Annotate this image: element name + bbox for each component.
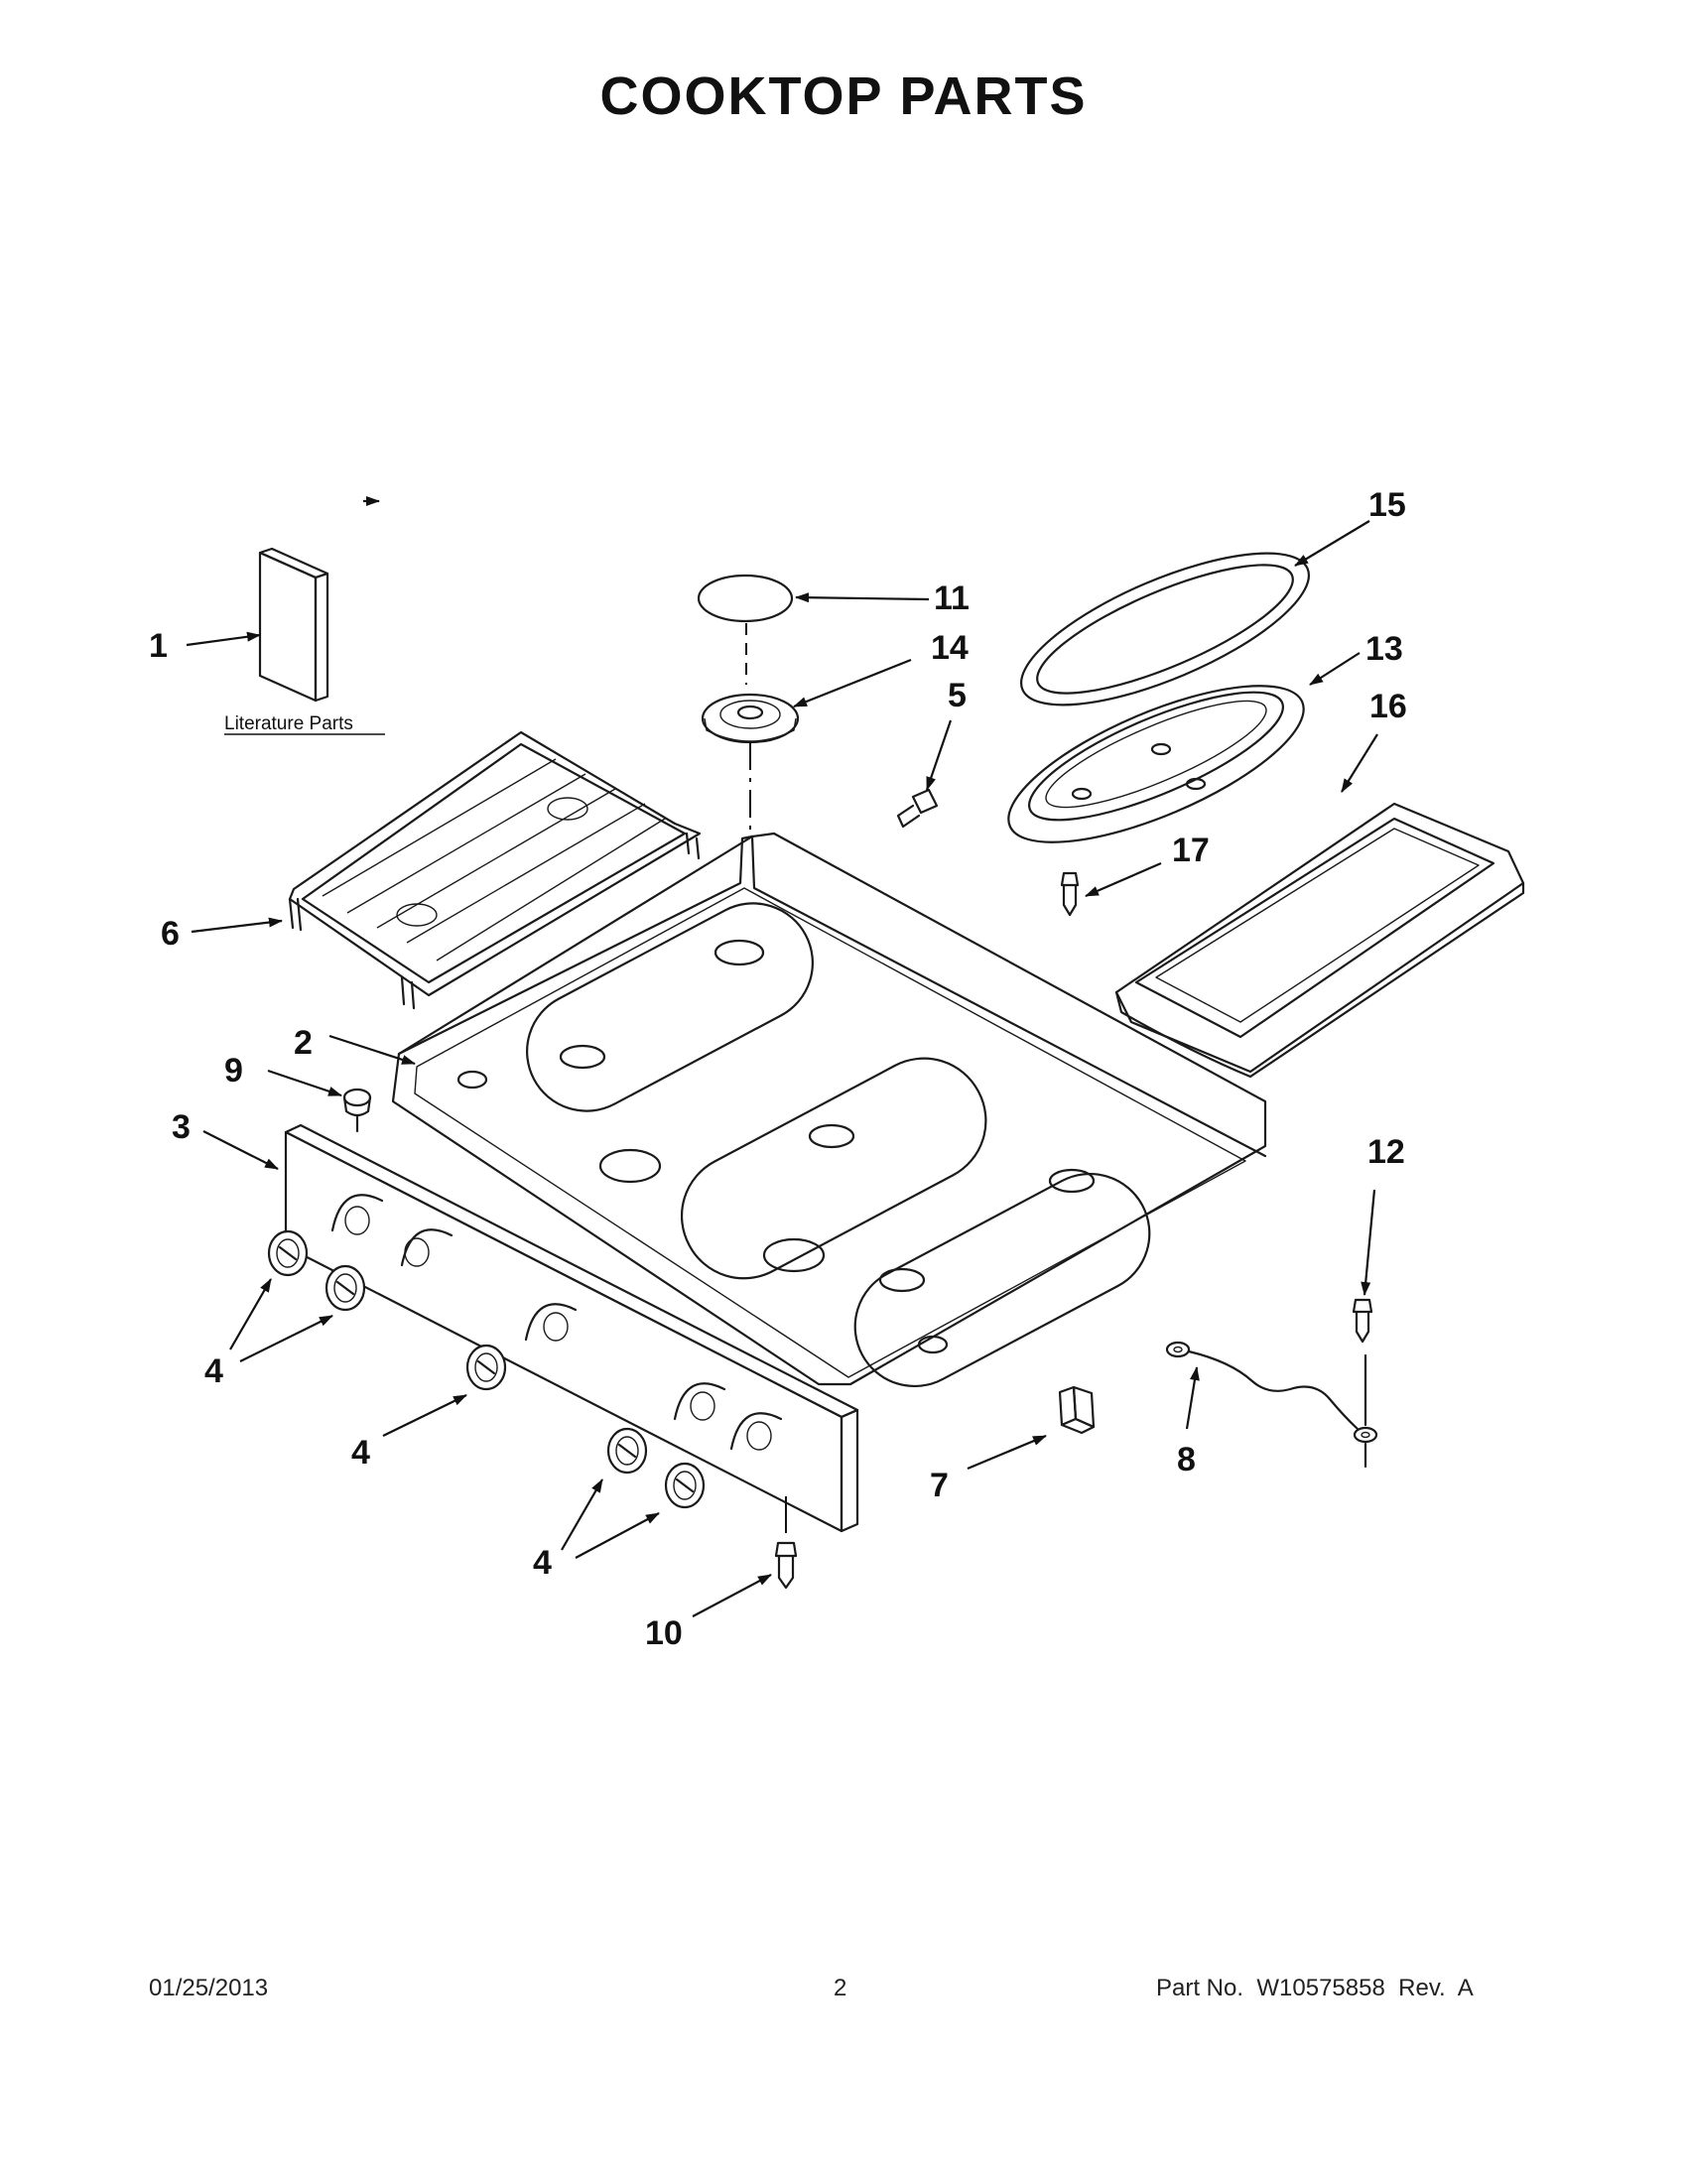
- burner-head: [701, 693, 800, 744]
- burner-cap: [697, 574, 794, 623]
- callout-5: 5: [948, 677, 967, 714]
- callout-labels: 1 2 3 4 4 4 5 6 7 8 9 10 11 12 13 14 15 …: [149, 486, 1407, 1652]
- literature-parts-label: Literature Parts: [224, 713, 353, 734]
- page-title: COOKTOP PARTS: [599, 66, 1088, 126]
- callout-4a: 4: [204, 1352, 223, 1390]
- griddle-gasket: [1019, 552, 1311, 707]
- callout-16: 16: [1369, 688, 1407, 725]
- bracket-part-7: [1058, 1385, 1096, 1435]
- screw-part-5: [896, 788, 939, 829]
- screw-part-17: [1060, 871, 1080, 917]
- callout-17: 17: [1172, 832, 1210, 869]
- footer-date: 01/25/2013: [149, 1975, 269, 2001]
- callout-8: 8: [1177, 1441, 1196, 1478]
- literature-booklet: [258, 547, 329, 703]
- callout-14: 14: [931, 629, 969, 667]
- control-panel: [284, 1123, 859, 1533]
- footer-page-number: 2: [834, 1975, 847, 2001]
- callout-4b: 4: [351, 1434, 370, 1472]
- callout-12: 12: [1367, 1133, 1405, 1171]
- control-knobs: [267, 1229, 706, 1509]
- ground-wire: [1165, 1341, 1378, 1469]
- callout-13: 13: [1365, 630, 1403, 668]
- callout-9: 9: [224, 1052, 243, 1090]
- callout-7: 7: [930, 1467, 949, 1504]
- callout-10: 10: [645, 1614, 683, 1652]
- callout-2: 2: [294, 1024, 313, 1062]
- griddle-burner: [1007, 685, 1305, 843]
- screw-part-10: [774, 1541, 798, 1590]
- footer-part-number: Part No. W10575858 Rev. A: [1156, 1975, 1474, 2001]
- spark-button: [342, 1088, 372, 1133]
- callout-15: 15: [1368, 486, 1406, 524]
- cooktop-main-top: [391, 832, 1267, 1388]
- callout-11: 11: [934, 579, 970, 617]
- callout-6: 6: [161, 915, 180, 953]
- callout-4c: 4: [533, 1544, 552, 1582]
- screw-part-12: [1352, 1298, 1373, 1344]
- callout-1: 1: [149, 627, 168, 665]
- callout-3: 3: [172, 1108, 191, 1146]
- leader-arrows: [186, 496, 1378, 1617]
- burner-grate: [288, 730, 702, 1010]
- griddle-plate: [1114, 802, 1525, 1079]
